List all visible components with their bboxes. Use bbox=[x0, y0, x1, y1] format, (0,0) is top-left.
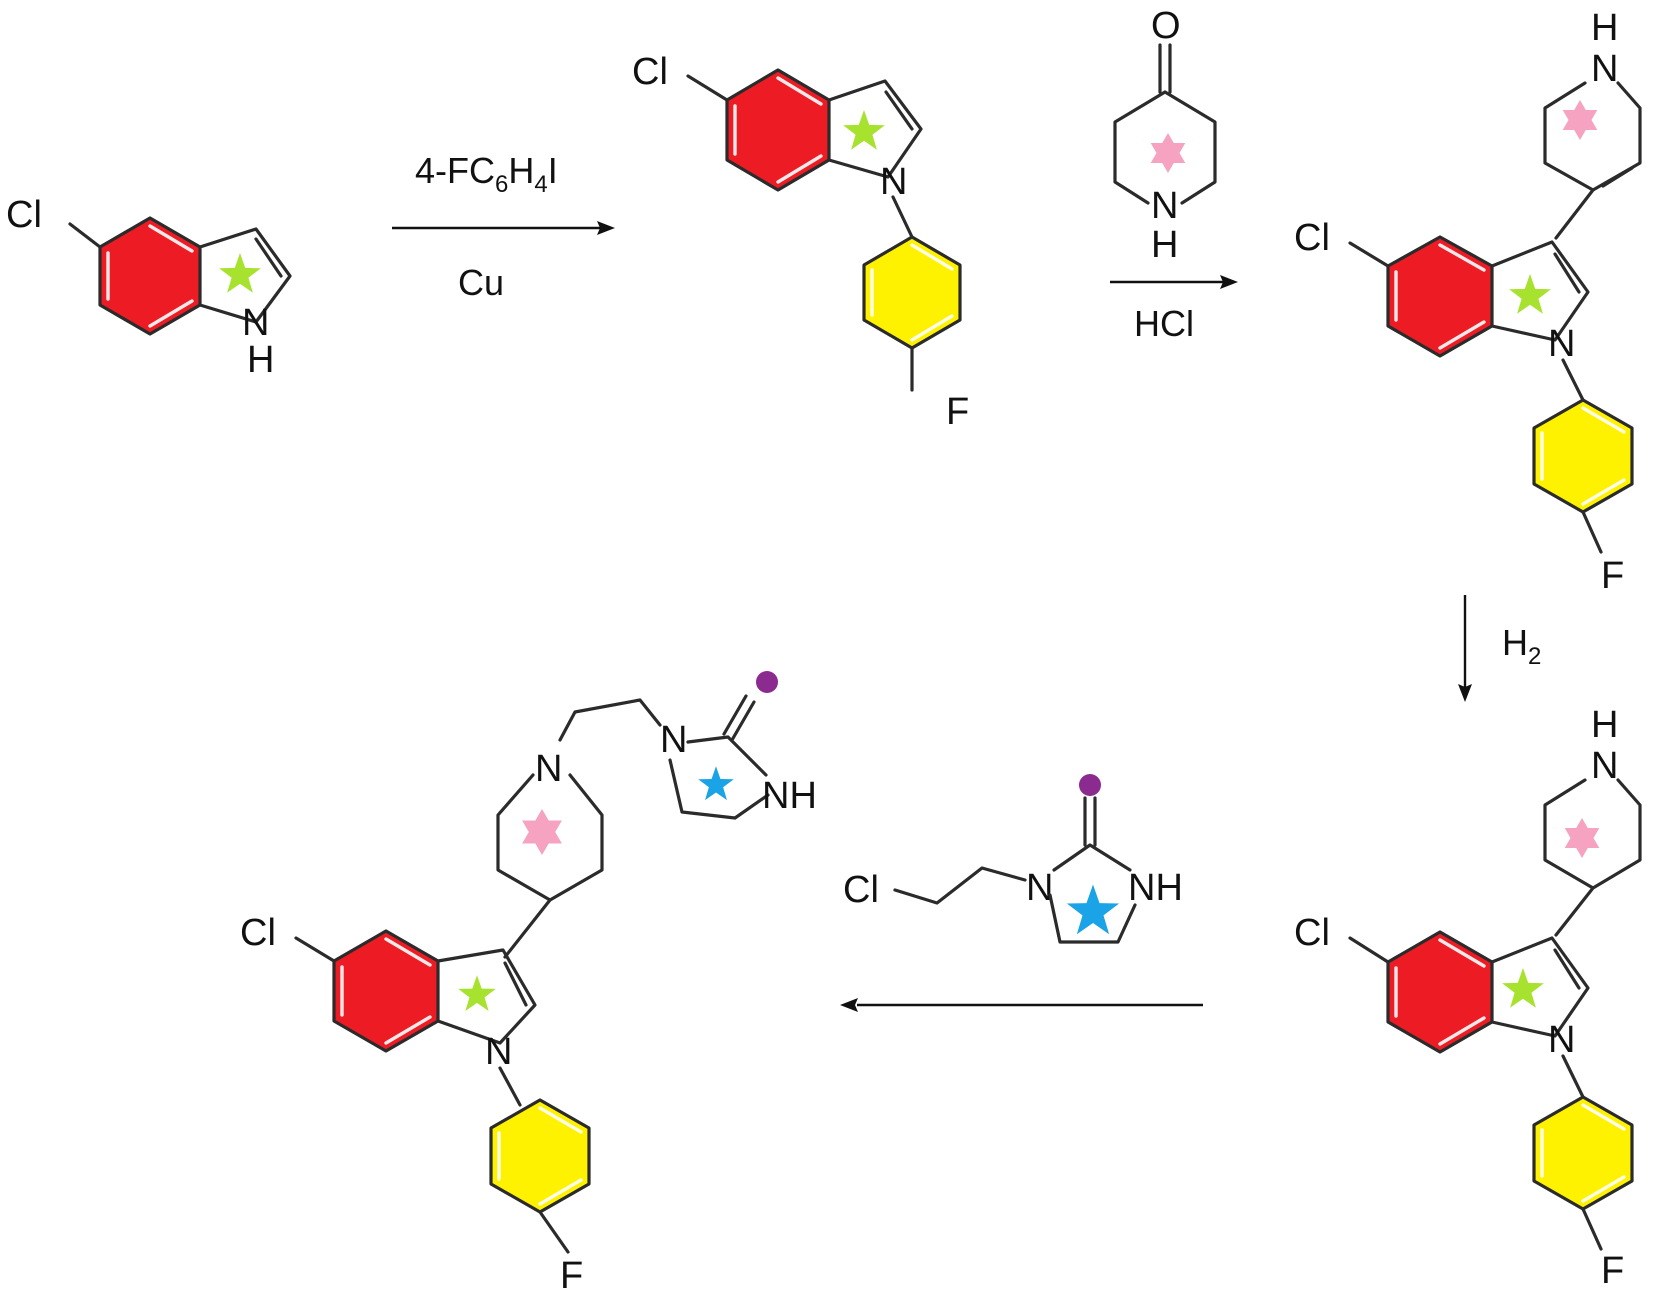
benzo-ring-fill bbox=[1388, 932, 1492, 1052]
nitrogen-label: N bbox=[1548, 1019, 1575, 1061]
piperidine-star-icon bbox=[1562, 100, 1598, 140]
pyrrole-star-icon bbox=[1502, 968, 1544, 1008]
piperidine-star-icon bbox=[1150, 133, 1186, 173]
nitrogen-label: N bbox=[1591, 48, 1618, 90]
pyrrole-ring-bonds bbox=[198, 227, 292, 324]
reagent-4-fluoroiodobenzene: 4-FC6H4I bbox=[415, 150, 558, 198]
fluorophenyl-ring-fill bbox=[864, 237, 960, 348]
chloro-label: Cl bbox=[1294, 217, 1330, 259]
nitrogen-label: N bbox=[1026, 867, 1053, 909]
molecule-final-product: N NH N Cl N F bbox=[240, 671, 817, 1297]
nitrogen-label: N bbox=[485, 1031, 512, 1073]
imidazolidinone-star-icon bbox=[1066, 884, 1120, 935]
hydrogen-label: H bbox=[247, 339, 274, 381]
piperidine-star-icon bbox=[522, 809, 562, 855]
molecule-tetrahydropyridinyl-indole: H N Cl N F bbox=[1294, 7, 1642, 597]
reagent-hydrogen: H2 bbox=[1502, 622, 1541, 670]
imidazolidinone-ring-bonds bbox=[1052, 843, 1132, 872]
oxygen-dot-icon bbox=[756, 671, 778, 693]
imidazolidinone-star-icon bbox=[698, 766, 734, 801]
oxygen-label: O bbox=[1151, 5, 1181, 47]
molecule-5-chloroindole: Cl N H bbox=[6, 194, 292, 381]
piperidone-ring-bonds bbox=[1163, 90, 1217, 205]
fluorophenyl-ring-fill bbox=[1534, 1097, 1632, 1209]
amine-label: NH bbox=[762, 775, 817, 817]
chloro-label: Cl bbox=[240, 912, 276, 954]
imidazolidinone-ring-bonds bbox=[686, 735, 768, 777]
fluorophenyl-ring-fill bbox=[491, 1100, 589, 1212]
reaction-step-2: HCl bbox=[1110, 275, 1238, 344]
hydrogen-label: H bbox=[1591, 704, 1618, 746]
benzo-ring-fill bbox=[100, 218, 200, 334]
pyrrole-star-icon bbox=[458, 975, 496, 1012]
nitrogen-label: N bbox=[1591, 745, 1618, 787]
reaction-step-4 bbox=[840, 998, 1203, 1012]
nitrogen-label: N bbox=[1151, 185, 1178, 227]
molecule-n-aryl-indole: Cl N F bbox=[632, 51, 969, 433]
benzo-ring-fill bbox=[334, 931, 438, 1051]
hydrogen-label: H bbox=[1591, 7, 1618, 49]
reaction-step-3: H2 bbox=[1458, 595, 1541, 702]
amine-label: NH bbox=[1128, 867, 1183, 909]
condition-hcl: HCl bbox=[1134, 303, 1194, 344]
pyrrole-star-icon bbox=[1509, 274, 1551, 314]
reagent-4-piperidone: O N H bbox=[1113, 5, 1217, 266]
fluorophenyl-ring-fill bbox=[1534, 400, 1632, 512]
condition-copper: Cu bbox=[458, 262, 504, 303]
nitrogen-label: N bbox=[1548, 323, 1575, 365]
benzo-ring-fill bbox=[727, 70, 829, 190]
chloro-bond bbox=[68, 222, 102, 249]
chloro-label: Cl bbox=[6, 194, 42, 236]
hydrogen-label: H bbox=[1151, 224, 1178, 266]
fluoro-label: F bbox=[1601, 1250, 1624, 1292]
pyrrole-star-icon bbox=[843, 110, 885, 150]
reaction-step-1: 4-FC6H4I Cu bbox=[392, 150, 615, 303]
nitrogen-label: N bbox=[242, 302, 269, 344]
piperidine-star-icon bbox=[1564, 818, 1600, 858]
reagent-chloroethyl-imidazolidinone: Cl N NH bbox=[843, 774, 1183, 944]
benzo-ring-fill bbox=[1388, 237, 1492, 356]
fluoro-label: F bbox=[560, 1255, 583, 1297]
oxygen-dot-icon bbox=[1079, 774, 1101, 796]
fluoro-label: F bbox=[1601, 555, 1624, 597]
chloro-label: Cl bbox=[1294, 912, 1330, 954]
chloro-label: Cl bbox=[843, 869, 879, 911]
nitrogen-label: N bbox=[660, 719, 687, 761]
molecule-piperidinyl-indole: H N Cl N F bbox=[1294, 704, 1642, 1292]
fluoro-label: F bbox=[946, 391, 969, 433]
pyrrole-star-icon bbox=[219, 253, 261, 293]
nitrogen-label: N bbox=[535, 748, 562, 790]
chloro-label: Cl bbox=[632, 51, 668, 93]
